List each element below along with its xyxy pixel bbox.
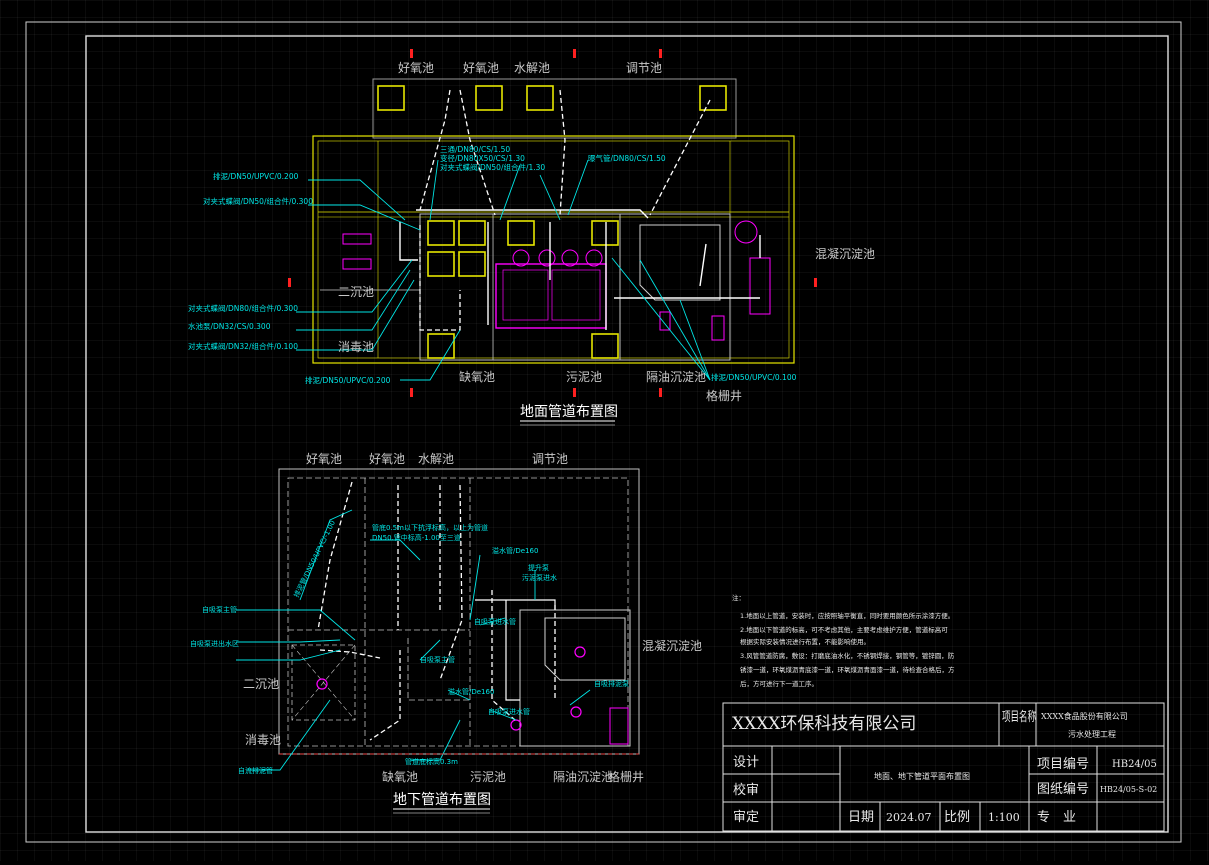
- leaders-top: [296, 159, 711, 381]
- leader-bottom-3: DN50.管中标高-1.00至三道: [372, 533, 461, 542]
- leader-bottom-13: 提升泵: [528, 563, 549, 572]
- bottom-plan-title: 地下管道布置图: [393, 792, 491, 808]
- top-tank-label-4: 调节池: [626, 61, 662, 75]
- leader-top-left-5: 对夹式蝶阀/DN32/组合件/0.100: [188, 341, 298, 351]
- leader-top-left-3: 对夹式蝶阀/DN80/组合件/0.300: [188, 303, 298, 313]
- leader-bottom-4: 溢水管/De160: [492, 546, 538, 555]
- leader-top-right-2: 排泥/DN50/UPVC/0.100: [711, 372, 797, 382]
- design-label: 设计: [733, 755, 759, 770]
- date-label: 日期: [848, 810, 874, 825]
- leader-bottom-15: 自流排泥管: [238, 766, 273, 775]
- leader-top-center-1: 三通/DN80/CS/1.50: [440, 144, 510, 154]
- inner-frame: [85, 35, 1169, 833]
- date-value: 2024.07: [886, 811, 932, 824]
- top-tank-label-2: 好氧池: [463, 61, 499, 75]
- top-side-label-3: 消毒池: [338, 340, 374, 354]
- leader-bottom-6: 自吸泵主管: [420, 655, 455, 664]
- bottom-side-label-2: 二沉池: [243, 677, 279, 691]
- project-no: HB24/05: [1112, 759, 1157, 770]
- leader-bottom-8: 溢水管/De160: [448, 687, 494, 696]
- bottom-tank-label-2: 好氧池: [369, 452, 405, 466]
- top-bottom-label-3: 隔油沉淀池: [646, 370, 706, 384]
- project-name-line-1: XXXX食品股份有限公司: [1041, 711, 1128, 721]
- equipment-room: [495, 263, 607, 329]
- pipes-solid-bottom: [475, 599, 556, 701]
- leader-bottom-11: 自吸排泥泵: [594, 679, 629, 688]
- note-line-1: 1.地面以上管道，安装时，应按照轴平衡直，同时要用颜色所示涂漆方便。: [740, 611, 954, 620]
- pump-boxes-top: [377, 85, 727, 359]
- drawing-name: 地面、地下管道平面布置图: [874, 771, 970, 781]
- note-line-6: 后，方可进行下一道工序。: [740, 679, 818, 688]
- top-bottom-label-2: 污泥池: [566, 370, 602, 384]
- leader-bottom-7: 自吸泵进水管: [474, 617, 516, 626]
- note-line-4: 3.风管管道防腐，敷设：打磨底油水化，不锈钢焊接，钢管等，镀锌圆，防: [740, 651, 955, 660]
- bottom-tank-label-1: 好氧池: [306, 452, 342, 466]
- bottom-side-label-1: 混凝沉淀池: [642, 638, 702, 653]
- top-plan-title: 地面管道布置图: [520, 404, 618, 420]
- leaders-bottom: [236, 509, 591, 771]
- top-tank-label-3: 水解池: [514, 61, 550, 75]
- top-side-label-1: 混凝沉淀池: [815, 246, 875, 261]
- discipline-label: 专 业: [1037, 810, 1076, 825]
- leader-top-left-2: 对夹式蝶阀/DN50/组合件/0.300: [203, 196, 313, 206]
- project-label: 项目名称: [1002, 709, 1036, 725]
- leader-bottom-2: 管底0.5m以下抗浮标高，以上为管道: [372, 523, 488, 532]
- top-bottom-label-4: 格栅井: [706, 388, 742, 403]
- leader-bottom-5: 自吸泵主管: [202, 605, 237, 614]
- bottom-side-label-3: 消毒池: [245, 733, 281, 747]
- leader-top-left-4: 水池泵/DN32/CS/0.300: [188, 321, 271, 331]
- pipes-solid-top: [399, 209, 761, 330]
- top-plan: [288, 49, 817, 397]
- note-line-5: 锈漆一道，环氧煤沥青底漆一道，环氧煤沥青面漆一道，待检查合格后，方: [740, 665, 955, 674]
- pipes-dashed-top: [419, 89, 711, 331]
- note-line-2: 2.地面以下管道的标高，可不考虑其他，主要考虑维护方便，管道标高可: [740, 625, 948, 634]
- main-structure-inner: [317, 140, 790, 359]
- bottom-bottom-label-1: 缺氧池: [382, 769, 418, 784]
- approve-label: 审定: [733, 810, 759, 825]
- notes-heading: 注：: [732, 593, 745, 602]
- leader-bottom-14: 自吸泵进出水区: [190, 639, 239, 648]
- note-line-3: 根据实际安装情况进行布置，不能影响使用。: [740, 637, 870, 646]
- top-tank-label-1: 好氧池: [398, 61, 434, 75]
- project-no-label: 项目编号: [1037, 757, 1089, 772]
- outer-frame: [25, 21, 1182, 843]
- leader-top-center-3: 对夹式蝶阀/DN50/组合件/1.30: [440, 162, 545, 172]
- bottom-bottom-label-2: 污泥池: [470, 770, 506, 784]
- bottom-plan: [236, 468, 640, 771]
- bottom-bottom-label-3: 隔油沉淀池: [553, 770, 613, 784]
- scale-label: 比例: [944, 810, 970, 825]
- project-name-line-2: 污水处理工程: [1068, 729, 1116, 739]
- leader-top-left-6: 排泥/DN50/UPVC/0.200: [305, 375, 391, 385]
- title-block-grid: [722, 702, 1165, 832]
- tank-row-top: [372, 78, 737, 139]
- leader-bottom-9: 自吸泵进水管: [488, 707, 530, 716]
- drawing-no: HB24/05-S-02: [1100, 785, 1157, 794]
- bottom-outline: [278, 468, 640, 755]
- top-bottom-label-1: 缺氧池: [459, 369, 495, 384]
- check-label: 校审: [733, 782, 759, 798]
- bottom-tank-label-4: 调节池: [532, 452, 568, 466]
- leader-top-center-2: 变径/DN80X50/CS/1.30: [440, 153, 525, 163]
- leader-bottom-1: 排泥管/DN50/UPVC/-1.00: [292, 519, 337, 599]
- leader-top-left-1: 排泥/DN50/UPVC/0.200: [213, 171, 299, 181]
- section-markers-top: [288, 49, 817, 397]
- company-name: XXXX环保科技有限公司: [732, 714, 916, 734]
- scale-value: 1:100: [988, 811, 1020, 824]
- bottom-bottom-label-4: 格栅井: [608, 769, 644, 784]
- bottom-tank-label-3: 水解池: [418, 452, 454, 466]
- drawing-no-label: 图纸编号: [1037, 782, 1089, 797]
- leader-bottom-12: 污泥泵进水: [522, 573, 557, 582]
- pipes-dashed-bottom: [317, 481, 556, 741]
- top-side-label-2: 二沉池: [338, 285, 374, 299]
- leader-top-right-1: 曝气管/DN80/CS/1.50: [588, 153, 666, 163]
- leader-bottom-10: 管道底标高0.3m: [405, 757, 458, 766]
- main-structure: [312, 135, 795, 364]
